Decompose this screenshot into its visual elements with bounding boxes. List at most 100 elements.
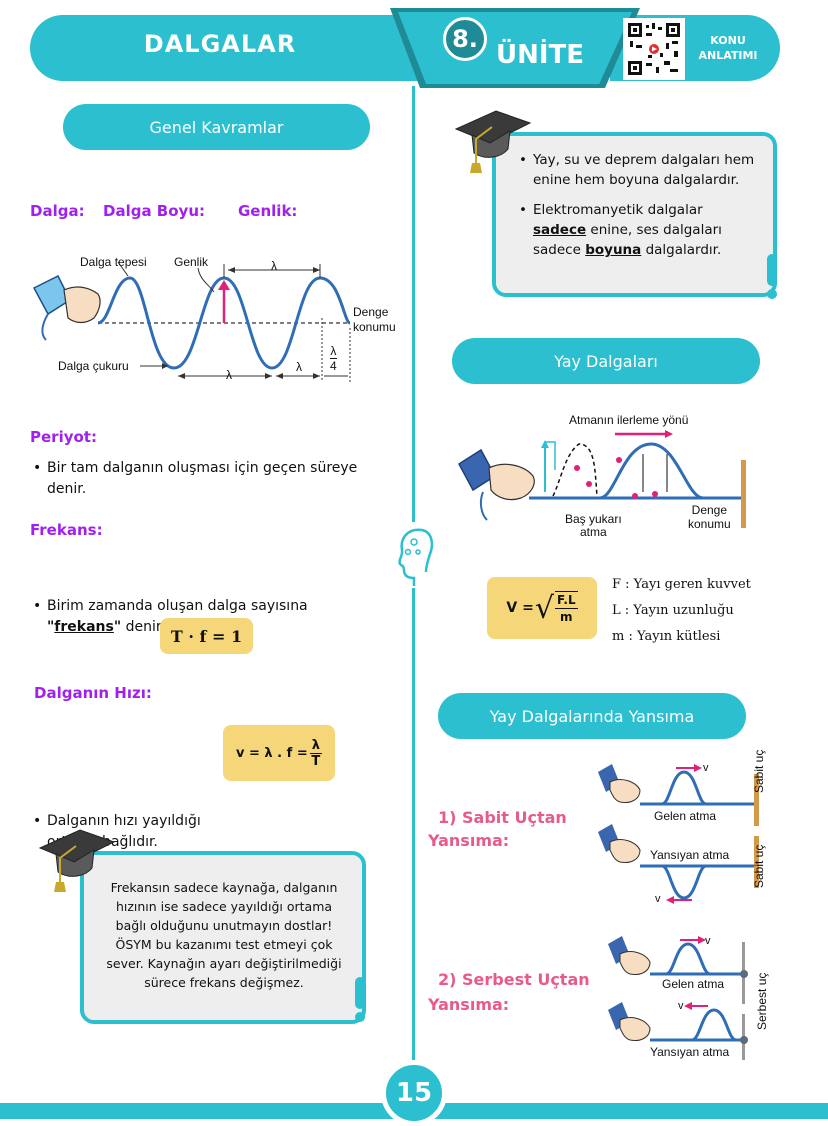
- formula-spring-speed: V = √ F.L m: [487, 577, 597, 639]
- note-text-left: Frekansın sadece kaynağa, dalganın hızın…: [106, 880, 342, 990]
- note-bullet-2-part3: dalgalardır.: [641, 242, 722, 258]
- text-hiz-line1: Dalganın hızı yayıldığı: [47, 813, 201, 829]
- term-dalga: Dalga:: [30, 202, 85, 220]
- note-bullet-2-part2: enine, ses dalgaları sadece: [533, 222, 722, 258]
- hand-icon: [598, 824, 641, 863]
- frekans-quote-open: ": [47, 619, 55, 635]
- label-lambda-top: λ: [271, 259, 277, 273]
- section-pill-spring-waves: Yay Dalgaları: [452, 338, 760, 384]
- note-bullet-1: Yay, su ve deprem dalgaları hem enine he…: [519, 150, 759, 190]
- legend-length: L : Yayın uzunluğu: [612, 603, 734, 618]
- label-equilibrium: Denge konumu: [353, 305, 396, 335]
- frekans-keyword: frekans: [54, 619, 114, 635]
- hand-icon: [458, 448, 535, 521]
- page-title: DALGALAR: [143, 30, 297, 58]
- formula-spring-num: F.L: [554, 593, 578, 609]
- hand-icon: [32, 274, 101, 341]
- label-start-pulse-line1: Baş yukarı: [565, 512, 622, 526]
- sqrt-icon: √: [534, 590, 554, 626]
- formula-v-den: T: [311, 753, 321, 769]
- label-spring-equilibrium-line1: Denge: [691, 503, 728, 517]
- formula-spring-den: m: [560, 610, 573, 624]
- page-number: 15: [381, 1060, 447, 1126]
- graduation-cap-icon: [38, 829, 116, 892]
- text-frekans: Birim zamanda oluşan dalga sayısına "fre…: [33, 596, 378, 638]
- heading-fixed-end-line2: Yansıma:: [428, 831, 510, 850]
- label-trough: Dalga çukuru: [58, 359, 129, 373]
- heading-free-end-line2: Yansıma:: [428, 995, 510, 1014]
- label-velocity-reflected: v: [655, 893, 661, 905]
- heading-free-end: 2) Serbest Uçtan Yansıma:: [428, 967, 590, 1017]
- header-bar: [30, 15, 420, 81]
- formula-period-frequency: T · f = 1: [160, 618, 253, 654]
- fixed-end-reflection-diagram: [598, 764, 759, 904]
- label-pulse-direction: Atmanın ilerleme yönü: [569, 413, 689, 427]
- formula-wave-speed: v = λ . f = λ T: [223, 725, 335, 781]
- heading-periyot: Periyot:: [30, 428, 97, 446]
- exclamation-icon: [355, 977, 365, 1022]
- topic-badge: KONU ANLATIMI: [693, 33, 763, 63]
- label-amplitude: Genlik: [174, 255, 209, 269]
- label-velocity-free: v: [705, 935, 711, 947]
- label-reflected-fixed: Yansıyan atma: [650, 848, 730, 862]
- note-bullet-2-emph1: sadece: [533, 222, 587, 238]
- note-bullet-2-emph2: boyuna: [585, 242, 642, 258]
- label-quarter-lambda: λ 4: [330, 344, 337, 373]
- label-crest: Dalga tepesi: [80, 255, 147, 269]
- exclamation-icon: [767, 254, 777, 299]
- graduation-cap-icon: [454, 110, 532, 173]
- label-incoming-fixed: Gelen atma: [654, 809, 717, 823]
- formula-v-prefix: v = λ . f =: [236, 745, 308, 761]
- free-end-reflection-diagram: [608, 936, 748, 1060]
- formula-v-fraction: λ T: [309, 737, 322, 769]
- frekans-quote-close: ": [113, 619, 122, 635]
- hand-icon: [608, 1002, 651, 1041]
- note-box-left: [80, 851, 366, 1024]
- term-dalga-boyu: Dalga Boyu:: [103, 202, 205, 220]
- frekans-text-part1: Birim zamanda oluşan dalga sayısına: [47, 598, 308, 614]
- hand-icon: [608, 936, 651, 975]
- label-fixed-end-bottom: Sabit uç: [752, 844, 766, 888]
- label-velocity-free-reflected: v: [678, 1000, 684, 1012]
- heading-frekans: Frekans:: [30, 521, 103, 539]
- head-icon: [392, 522, 436, 588]
- quarter-lambda-den: 4: [330, 359, 337, 373]
- label-reflected-free: Yansıyan atma: [650, 1045, 730, 1059]
- formula-spring-fraction: F.L m: [554, 591, 578, 625]
- frekans-text-part2: denir.: [121, 619, 165, 635]
- section-pill-reflection: Yay Dalgalarında Yansıma: [438, 693, 746, 739]
- section-pill-general: Genel Kavramlar: [63, 104, 370, 150]
- unit-banner: [398, 12, 632, 84]
- label-spring-equilibrium: Denge konumu: [688, 503, 731, 531]
- unit-label: ÜNİTE: [496, 40, 585, 70]
- heading-fixed-end: 1) Sabit Uçtan Yansıma:: [428, 806, 567, 852]
- label-equilibrium-line2: konumu: [353, 320, 396, 334]
- topic-badge-line1: KONU: [710, 34, 746, 47]
- text-periyot: Bir tam dalganın oluşması için geçen sür…: [33, 458, 363, 500]
- term-genlik: Genlik:: [238, 202, 298, 220]
- spring-pulse-diagram: [458, 430, 746, 528]
- note-text-right: Yay, su ve deprem dalgaları hem enine he…: [519, 150, 759, 260]
- note-bullet-2: Elektromanyetik dalgalar sadece enine, s…: [519, 200, 759, 260]
- heading-free-end-line1: 2) Serbest Uçtan: [438, 970, 590, 989]
- unit-number: 8.: [443, 17, 487, 61]
- label-equilibrium-line1: Denge: [353, 305, 389, 319]
- legend-mass: m : Yayın kütlesi: [612, 629, 721, 644]
- qr-code-icon[interactable]: [623, 18, 685, 80]
- hand-icon: [598, 764, 641, 803]
- wave-diagram: [32, 261, 352, 382]
- label-incoming-free: Gelen atma: [662, 977, 725, 991]
- topic-badge-line2: ANLATIMI: [698, 49, 758, 62]
- label-free-end: Serbest uç: [755, 972, 769, 1030]
- label-velocity: v: [703, 762, 709, 774]
- label-start-pulse: Baş yukarı atma: [565, 513, 622, 539]
- heading-fixed-end-line1: 1) Sabit Uçtan: [438, 808, 567, 827]
- label-lambda-bottom2: λ: [296, 360, 302, 374]
- legend-force: F : Yayı geren kuvvet: [612, 577, 751, 592]
- formula-legend: F : Yayı geren kuvvet L : Yayın uzunluğu…: [612, 572, 751, 650]
- label-fixed-end-top: Sabit uç: [752, 749, 766, 793]
- formula-v-num: λ: [309, 737, 322, 754]
- label-spring-equilibrium-line2: konumu: [688, 517, 731, 531]
- heading-hiz: Dalganın Hızı:: [34, 684, 152, 702]
- note-bullet-2-part1: Elektromanyetik dalgalar: [533, 202, 703, 218]
